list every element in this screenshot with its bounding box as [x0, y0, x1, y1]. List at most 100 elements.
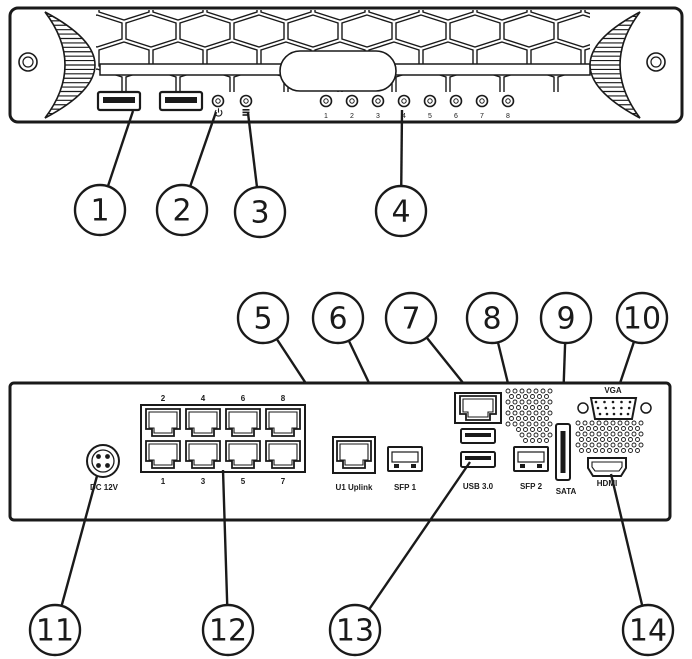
svg-text:6: 6: [328, 302, 347, 337]
left-grill: [44, 11, 96, 119]
callout-1: 1: [73, 110, 135, 237]
power-icon: [214, 108, 223, 117]
port-led-4: [397, 94, 411, 108]
vent-hole: [614, 437, 619, 442]
rear-usb-port-2: [460, 451, 496, 468]
port-led-3: [371, 94, 385, 108]
led-label: 6: [454, 113, 458, 120]
vent-hex: [422, 10, 474, 21]
right-grill: [589, 11, 641, 119]
port-led-7: [475, 94, 489, 108]
vent-hex: [584, 10, 590, 15]
vent-hole: [544, 394, 549, 399]
led-label: 7: [480, 113, 484, 120]
vent-hole: [617, 431, 623, 437]
vent-hex: [179, 14, 231, 48]
vent-hole: [593, 437, 598, 442]
sata-label: SATA: [556, 487, 577, 496]
vent-hole: [624, 431, 630, 437]
port-outline: [145, 408, 181, 437]
vent-hole: [523, 394, 528, 399]
dc-power-jack: [86, 444, 120, 478]
led-label: 1: [324, 113, 328, 120]
port-led-8: [501, 94, 515, 108]
vent-hole: [635, 426, 640, 431]
svg-text:5: 5: [253, 302, 272, 337]
lan-port-8: [265, 408, 301, 437]
callout-9: 9: [539, 291, 593, 433]
port-outline: [185, 408, 221, 437]
vent-hex: [152, 10, 204, 21]
rear-panel: DC 12V 2 4 6 8 1 3 5 7 U1 Uplink SFP 1: [8, 381, 672, 522]
vent-hex: [368, 10, 420, 21]
vent-hole: [505, 421, 511, 427]
right-screw-icon: [646, 52, 666, 72]
vent-hole: [523, 416, 528, 421]
lan-ports: [145, 408, 301, 469]
port-outline: [265, 440, 301, 469]
vent-hex: [584, 47, 590, 69]
dc-power-label: DC 12V: [90, 483, 119, 492]
power-led: [211, 94, 225, 108]
vent-hole: [596, 442, 602, 448]
vent-hole: [519, 432, 525, 438]
vent-hole: [509, 405, 514, 410]
vent-hole: [512, 388, 518, 394]
hdmi-port: [587, 457, 627, 477]
vent-hole: [540, 410, 546, 416]
vent-hole: [547, 410, 553, 416]
lan-port-label: 8: [281, 394, 286, 403]
vent-hole: [579, 448, 584, 453]
port-inner: [339, 443, 369, 466]
uplink-port: [336, 440, 372, 469]
vent-hole: [537, 405, 542, 410]
vent-hex: [449, 14, 501, 48]
vent-hole: [603, 442, 609, 448]
vent-hole: [516, 416, 521, 421]
port-outline: [225, 440, 261, 469]
vent-hole: [530, 427, 535, 432]
vent-hole: [621, 448, 626, 453]
vent-hole: [579, 437, 584, 442]
vent-hex: [96, 14, 123, 48]
port-inner: [462, 398, 494, 418]
vent-hole: [593, 426, 598, 431]
vent-hex: [341, 14, 393, 48]
vent-hole: [638, 431, 644, 437]
led-label: 2: [350, 113, 354, 120]
lan-port-2: [145, 408, 181, 437]
port-leds: 1 2 3 4 5 6 7 8: [319, 94, 515, 120]
vga-pin: [620, 400, 623, 404]
vent-hole: [537, 427, 542, 432]
lan-port-label: 7: [281, 477, 286, 486]
vent-hole: [586, 448, 591, 453]
vent-hole: [516, 405, 521, 410]
vent-hole: [530, 405, 535, 410]
vga-pins: [594, 400, 632, 416]
svg-text:13: 13: [336, 614, 374, 649]
vent-hole: [509, 394, 514, 399]
vent-hole: [600, 426, 605, 431]
vent-hole: [582, 442, 588, 448]
port-outline: [225, 408, 261, 437]
sfp-port-2: [513, 446, 549, 472]
vent-hole: [537, 438, 542, 443]
vent-hole: [600, 448, 605, 453]
led-label: 8: [506, 113, 510, 120]
callout-12: 12: [201, 469, 255, 657]
vent-hole: [628, 426, 633, 431]
vent-hole: [537, 394, 542, 399]
vent-hole: [593, 448, 598, 453]
vga-pin: [612, 406, 615, 410]
vent-hole: [519, 399, 525, 405]
vent-hole: [519, 421, 525, 427]
vent-hole: [603, 420, 609, 426]
vent-hole: [533, 421, 539, 427]
vent-hole: [523, 438, 528, 443]
vent-hole: [523, 427, 528, 432]
vent-hole: [505, 399, 511, 405]
front-center-badge: [279, 50, 397, 92]
lan-port-7: [265, 440, 301, 469]
sata-port: [555, 423, 571, 481]
